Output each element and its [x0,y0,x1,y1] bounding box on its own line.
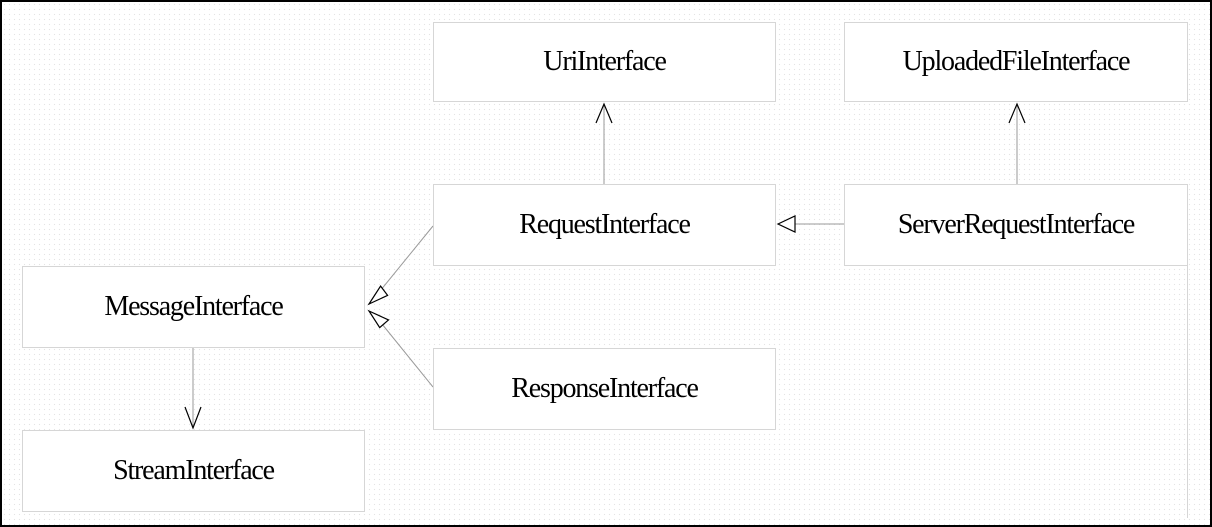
node-label: MessageInterface [104,291,283,322]
relation-request-uri [595,102,613,184]
node-request-interface: RequestInterface [433,184,776,266]
relation-message-stream [184,348,202,430]
node-label: RequestInterface [519,209,691,240]
node-stream-interface: StreamInterface [22,430,365,512]
node-uri-interface: UriInterface [433,22,776,102]
relation-request-message [367,225,434,306]
node-label: ServerRequestInterface [897,209,1136,240]
node-label: ResponseInterface [511,373,699,404]
relation-response-message [367,309,434,388]
node-response-interface: ResponseInterface [433,348,776,430]
relation-serverrequest-request [776,215,844,233]
node-label: UriInterface [543,46,667,77]
node-label: UploadedFileInterface [902,46,1131,77]
node-uploaded-file-interface: UploadedFileInterface [844,22,1188,102]
node-message-interface: MessageInterface [22,266,365,348]
divider-line [1187,266,1188,518]
relation-serverrequest-uploadedfile [1008,102,1026,184]
node-label: StreamInterface [113,455,275,486]
node-server-request-interface: ServerRequestInterface [844,184,1188,266]
